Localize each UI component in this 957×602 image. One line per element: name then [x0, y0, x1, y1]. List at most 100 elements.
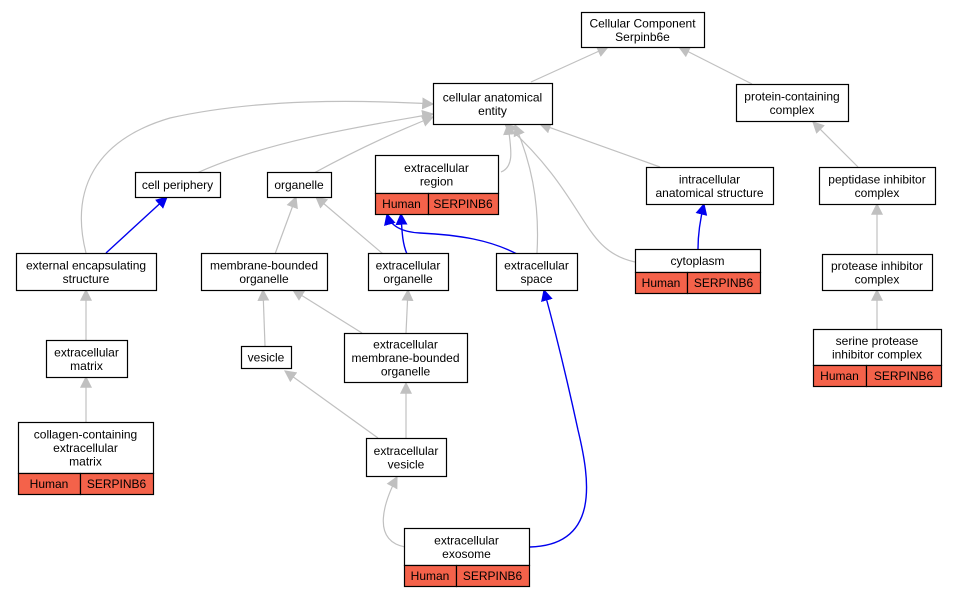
- node-box: [580, 11, 706, 49]
- species-label: Human: [30, 477, 69, 491]
- node-ccem: collagen-containingextracellularmatrixHu…: [17, 421, 155, 496]
- node-label-line: extracellular: [374, 444, 439, 458]
- node-label-line: cellular anatomical: [443, 90, 542, 104]
- edge-vesicle-to-mbo: [257, 288, 270, 347]
- node-cellper: cell periphery: [134, 171, 222, 199]
- node-label-line: Serpinb6e: [615, 30, 670, 44]
- gene-cell: [79, 472, 155, 496]
- node-label-line: collagen-containing: [34, 428, 137, 442]
- edge-pic-to-pcc: [812, 121, 859, 168]
- node-box: [17, 421, 155, 475]
- gene-cell: [455, 564, 531, 588]
- node-label-line: serine protease: [836, 334, 919, 348]
- node-label-line: peptidase inhibitor: [828, 172, 925, 186]
- edge-cyto-to-cae: [504, 123, 636, 263]
- node-label-line: external encapsulating: [26, 258, 146, 272]
- node-label-line: space: [520, 272, 552, 286]
- node-label-line: organelle: [381, 365, 431, 379]
- node-box: [343, 332, 469, 384]
- gene-label[interactable]: SERPINB6: [433, 197, 493, 211]
- gene-cell: [865, 364, 943, 388]
- node-label-line: matrix: [70, 359, 103, 373]
- node-label-line: organelle: [239, 272, 289, 286]
- node-label-line: protein-containing: [744, 89, 839, 103]
- gene-label[interactable]: SERPINB6: [87, 477, 147, 491]
- edge-cyto-to-ias: [695, 202, 708, 250]
- species-label: Human: [382, 197, 421, 211]
- edge-exorg-to-exreg: [395, 212, 408, 255]
- node-label-line: anatomical structure: [655, 186, 763, 200]
- edge-exmbo-to-exorg: [401, 288, 414, 334]
- node-box: [821, 253, 934, 292]
- node-box: [240, 345, 293, 370]
- node-label-line: extracellular: [53, 441, 118, 455]
- node-label-line: organelle: [274, 178, 324, 192]
- edge-exspace-to-exreg: [384, 212, 518, 255]
- node-box: [266, 171, 333, 199]
- gene-label[interactable]: SERPINB6: [874, 369, 934, 383]
- edge-exosome-to-exves: [382, 475, 406, 548]
- node-label-line: matrix: [69, 455, 102, 469]
- gene-cell: [686, 271, 762, 295]
- node-box: [432, 82, 554, 126]
- edge-exorg-to-organelle: [315, 196, 384, 255]
- node-box: [365, 437, 448, 478]
- node-label-line: extracellular: [373, 338, 438, 352]
- node-label-line: organelle: [383, 272, 433, 286]
- node-label-line: Cellular Component: [589, 16, 696, 30]
- node-box: [818, 166, 937, 206]
- node-vesicle: vesicle: [240, 345, 293, 370]
- node-label-line: structure: [63, 272, 110, 286]
- edge-exosome-to-exspace: [529, 288, 588, 548]
- node-label-line: protease inhibitor: [831, 259, 923, 273]
- gene-label[interactable]: SERPINB6: [694, 276, 754, 290]
- edge-ees-to-cellper: [105, 196, 168, 254]
- edge-exves-to-vesicle: [284, 370, 379, 439]
- node-box: [200, 252, 329, 292]
- species-label: Human: [820, 369, 859, 383]
- node-label-line: intracellular: [679, 172, 740, 186]
- node-box: [374, 154, 500, 195]
- species-label: Human: [411, 569, 450, 583]
- node-box: [367, 252, 450, 292]
- species-label: Human: [642, 276, 681, 290]
- node-box: [403, 527, 531, 567]
- gene-cell: [427, 192, 500, 216]
- edge-organelle-to-cae: [313, 115, 435, 174]
- node-box: [15, 252, 158, 292]
- node-label-line: extracellular: [54, 345, 119, 359]
- node-label-line: cytoplasm: [670, 254, 724, 268]
- node-box: [495, 252, 579, 292]
- node-box: [134, 171, 222, 199]
- node-label-line: cell periphery: [142, 178, 213, 192]
- node-label-line: membrane-bounded: [210, 258, 318, 272]
- edge-exspace-to-cae: [513, 123, 539, 254]
- edge-mbo-to-organelle: [274, 195, 298, 255]
- node-box: [735, 83, 850, 123]
- node-label-line: region: [420, 174, 453, 188]
- node-label-line: extracellular: [504, 258, 569, 272]
- node-box: [645, 166, 775, 206]
- edges: [80, 46, 883, 548]
- node-label-line: vesicle: [248, 351, 285, 365]
- node-organelle: organelle: [266, 171, 333, 199]
- node-box: [812, 328, 943, 367]
- edge-cellper-to-cae: [196, 109, 435, 174]
- node-box: [45, 339, 129, 379]
- gene-label[interactable]: SERPINB6: [463, 569, 523, 583]
